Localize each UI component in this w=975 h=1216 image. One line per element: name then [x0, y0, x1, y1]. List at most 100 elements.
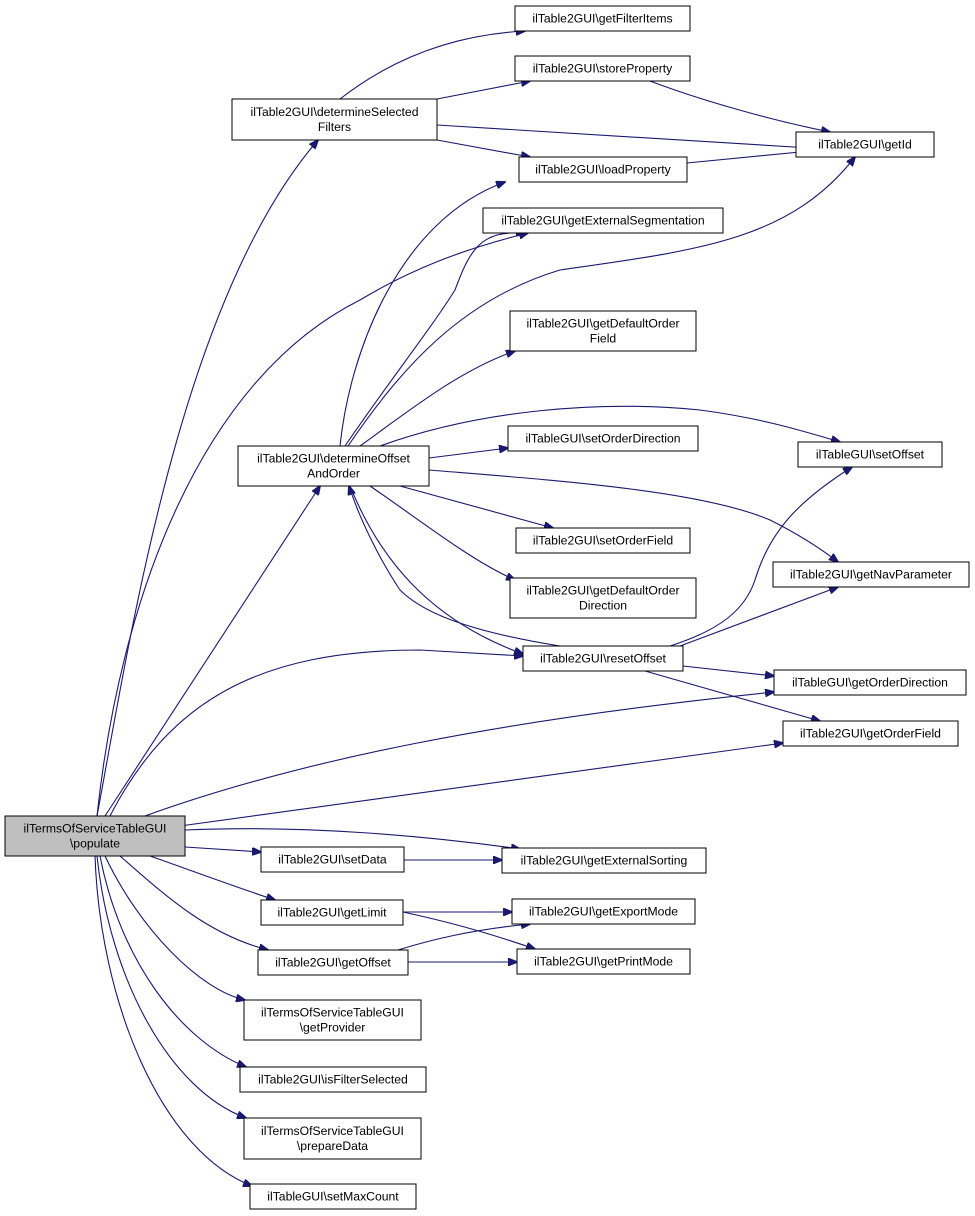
edge-determineOffsetAndOrder-to-loadProperty: [339, 182, 505, 447]
node-box: [782, 720, 959, 747]
node-getOffset[interactable]: ilTable2GUI\getOffset: [257, 949, 409, 976]
edge-populate-to-getOrderDirection: [144, 692, 774, 817]
node-getNavParameter[interactable]: ilTable2GUI\getNavParameter: [772, 561, 970, 588]
node-isFilterSelected[interactable]: ilTable2GUI\isFilterSelected: [239, 1066, 427, 1093]
node-label: \populate: [70, 837, 120, 851]
node-label: ilTableGUI\setOffset: [816, 448, 925, 462]
node-label: \prepareData: [297, 1139, 368, 1153]
node-getExternalSorting[interactable]: ilTable2GUI\getExternalSorting: [501, 847, 707, 874]
node-box: [239, 1066, 427, 1093]
node-label: ilTable2GUI\resetOffset: [540, 652, 666, 666]
edge-determineSelectedFilters-to-loadProperty: [436, 139, 530, 157]
node-resetOffset[interactable]: ilTable2GUI\resetOffset: [522, 645, 684, 672]
node-loadProperty[interactable]: ilTable2GUI\loadProperty: [518, 156, 688, 183]
node-storeProperty[interactable]: ilTable2GUI\storeProperty: [514, 55, 691, 82]
node-label: ilTermsOfServiceTableGUI: [24, 822, 167, 836]
edge-resetOffset-to-setOffset: [669, 467, 852, 647]
edge-resetOffset-to-getOrderField: [644, 670, 820, 721]
node-getLimit[interactable]: ilTable2GUI\getLimit: [260, 899, 404, 926]
node-box: [514, 55, 691, 82]
node-box: [511, 898, 696, 925]
node-getExportMode[interactable]: ilTable2GUI\getExportMode: [511, 898, 696, 925]
node-label: ilTable2GUI\isFilterSelected: [258, 1073, 408, 1087]
edge-determineSelectedFilters-to-storeProperty: [436, 81, 530, 100]
node-prepareData[interactable]: ilTermsOfServiceTableGUI\prepareData: [243, 1117, 422, 1160]
node-getExternalSegmentation[interactable]: ilTable2GUI\getExternalSegmentation: [482, 207, 724, 234]
node-box: [514, 5, 691, 32]
node-box: [795, 131, 935, 158]
node-box: [509, 310, 697, 352]
node-label: Filters: [318, 120, 351, 134]
node-label: ilTable2GUI\loadProperty: [535, 163, 671, 177]
edge-populate-to-getExternalSorting: [184, 828, 520, 849]
node-getId[interactable]: ilTable2GUI\getId: [795, 131, 935, 158]
edge-populate-to-setData: [184, 846, 261, 852]
node-label: ilTable2GUI\getExternalSorting: [521, 854, 688, 868]
node-box: [4, 815, 186, 857]
node-box: [257, 949, 409, 976]
node-box: [518, 156, 688, 183]
node-box: [482, 207, 724, 234]
node-setOrderDirection[interactable]: ilTableGUI\setOrderDirection: [507, 425, 699, 452]
edge-determineSelectedFilters-to-getId: [436, 124, 810, 148]
edge-populate-to-getLimit: [149, 855, 275, 900]
node-setOffset[interactable]: ilTableGUI\setOffset: [797, 441, 943, 468]
node-label: ilTable2GUI\getFilterItems: [532, 12, 672, 26]
node-setOrderField[interactable]: ilTable2GUI\setOrderField: [515, 527, 691, 554]
edge-populate-to-determineOffsetAndOrder: [104, 486, 320, 817]
edge-determineOffsetAndOrder-to-getNavParameter: [428, 469, 838, 562]
edge-populate-to-prepareData: [96, 855, 246, 1118]
edge-determineOffsetAndOrder-to-getDefaultOrderDirection: [369, 485, 515, 580]
edge-storeProperty-to-getId: [649, 80, 830, 132]
node-label: ilTermsOfServiceTableGUI: [261, 1124, 404, 1138]
node-label: ilTableGUI\setOrderDirection: [525, 432, 680, 446]
edge-layer: [94, 31, 855, 1186]
node-label: AndOrder: [307, 467, 360, 481]
edge-determineOffsetAndOrder-to-setOrderField: [399, 485, 553, 528]
node-getProvider[interactable]: ilTermsOfServiceTableGUI\getProvider: [243, 999, 422, 1041]
edge-getLimit-to-getPrintMode: [402, 911, 535, 949]
node-getFilterItems[interactable]: ilTable2GUI\getFilterItems: [514, 5, 691, 32]
node-getOrderField[interactable]: ilTable2GUI\getOrderField: [782, 720, 959, 747]
edge-resetOffset-to-getNavParameter: [679, 587, 838, 647]
edge-determineOffsetAndOrder-to-getExternalSegmentation: [344, 233, 525, 447]
edge-determineSelectedFilters-to-getFilterItems: [339, 31, 525, 100]
node-getPrintMode[interactable]: ilTable2GUI\getPrintMode: [516, 948, 691, 975]
node-box: [249, 1183, 417, 1210]
edge-determineOffsetAndOrder-to-setOrderDirection: [428, 448, 508, 459]
node-box: [773, 669, 967, 696]
node-box: [260, 899, 404, 926]
node-box: [509, 577, 697, 619]
node-label: ilTable2GUI\getLimit: [277, 906, 387, 920]
edge-resetOffset-to-determineOffsetAndOrder: [349, 486, 561, 647]
edge-populate-to-determineSelectedFilters: [96, 140, 318, 817]
node-label: Field: [590, 332, 616, 346]
edge-determineOffsetAndOrder-to-getDefaultOrderField: [359, 351, 515, 447]
node-getOrderDirection[interactable]: ilTableGUI\getOrderDirection: [773, 669, 967, 696]
edge-getOffset-to-getExportMode: [397, 924, 530, 951]
node-box: [522, 645, 684, 672]
edge-populate-to-setMaxCount: [94, 855, 252, 1186]
node-label: ilTable2GUI\storeProperty: [533, 62, 673, 76]
edge-populate-to-getOffset: [119, 855, 268, 950]
node-populate[interactable]: ilTermsOfServiceTableGUI\populate: [4, 815, 186, 857]
node-label: ilTable2GUI\setOrderField: [533, 534, 673, 548]
node-setData[interactable]: ilTable2GUI\setData: [260, 846, 405, 873]
node-box: [797, 441, 943, 468]
node-label: ilTable2GUI\getNavParameter: [790, 568, 952, 582]
node-label: ilTable2GUI\getOrderField: [800, 727, 941, 741]
node-setMaxCount[interactable]: ilTableGUI\setMaxCount: [249, 1183, 417, 1210]
node-label: ilTable2GUI\getExportMode: [529, 905, 678, 919]
node-label: \getProvider: [300, 1021, 366, 1035]
node-box: [501, 847, 707, 874]
node-box: [231, 98, 438, 141]
edge-determineOffsetAndOrder-to-setOffset: [379, 405, 840, 447]
node-label: ilTableGUI\setMaxCount: [267, 1190, 399, 1204]
node-box: [516, 948, 691, 975]
node-box: [515, 527, 691, 554]
